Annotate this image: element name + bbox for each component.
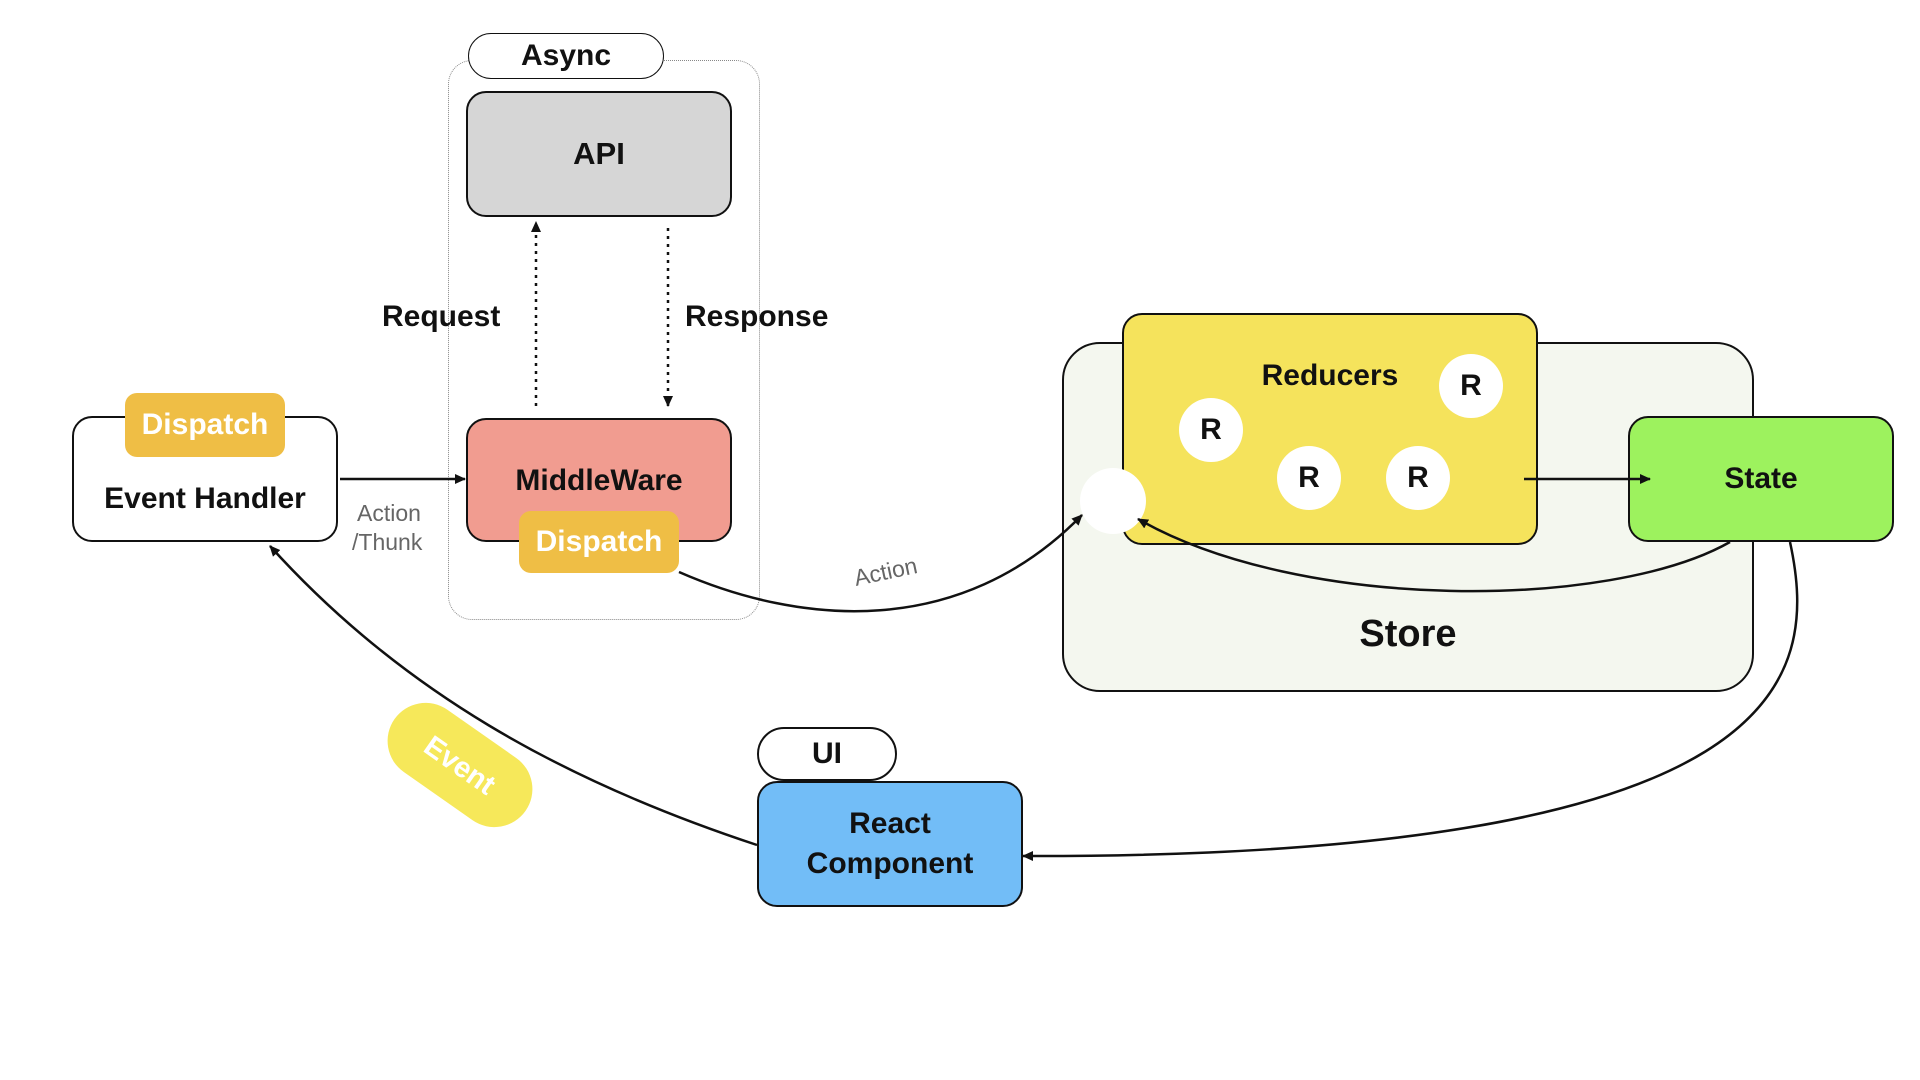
reducers-label: Reducers <box>1261 359 1399 392</box>
reducer-circle: R <box>1277 446 1341 510</box>
store-label: Store <box>1359 613 1457 655</box>
reducer-circle-label: R <box>1460 369 1482 402</box>
action-thunk-label-line2: /Thunk <box>352 529 423 555</box>
react-component-node: React Component <box>757 781 1023 907</box>
state-node: State <box>1628 416 1894 542</box>
dispatch-to-reducers-arrow <box>678 514 1083 613</box>
ui-group-label: UI <box>812 737 842 770</box>
event-pill: Event <box>387 702 533 828</box>
reducer-circle-label: R <box>1200 413 1222 446</box>
reducer-circle-label: R <box>1407 461 1429 494</box>
response-label: Response <box>685 300 829 333</box>
middleware-dispatch-badge: Dispatch <box>519 511 679 573</box>
react-component-label-line2: Component <box>806 847 974 880</box>
api-label: API <box>573 136 625 171</box>
action-label: Action <box>852 552 920 591</box>
request-label: Request <box>382 300 501 333</box>
async-group-label: Async <box>520 39 612 72</box>
ui-group-tag: UI <box>757 727 897 781</box>
action-thunk-label-line1: Action <box>357 500 421 526</box>
state-to-reducers-arrow <box>1137 517 1731 593</box>
async-group-tag: Async <box>468 33 664 79</box>
reducer-circle: R <box>1386 446 1450 510</box>
event-handler-dispatch-label: Dispatch <box>141 408 269 441</box>
api-node: API <box>466 91 732 217</box>
state-to-react-arrow <box>1022 541 1799 862</box>
react-component-label-line1: React <box>849 807 931 840</box>
state-label: State <box>1724 462 1798 495</box>
middleware-label: MiddleWare <box>515 464 683 497</box>
reducers-entry-port <box>1080 468 1146 534</box>
reducer-circle: R <box>1439 354 1503 418</box>
react-to-event-handler-arrow <box>269 545 758 847</box>
reducer-circle-label: R <box>1298 461 1320 494</box>
reducer-circle: R <box>1179 398 1243 462</box>
event-handler-label: Event Handler <box>104 482 306 515</box>
event-handler-dispatch-badge: Dispatch <box>125 393 285 457</box>
middleware-dispatch-label: Dispatch <box>535 525 663 558</box>
